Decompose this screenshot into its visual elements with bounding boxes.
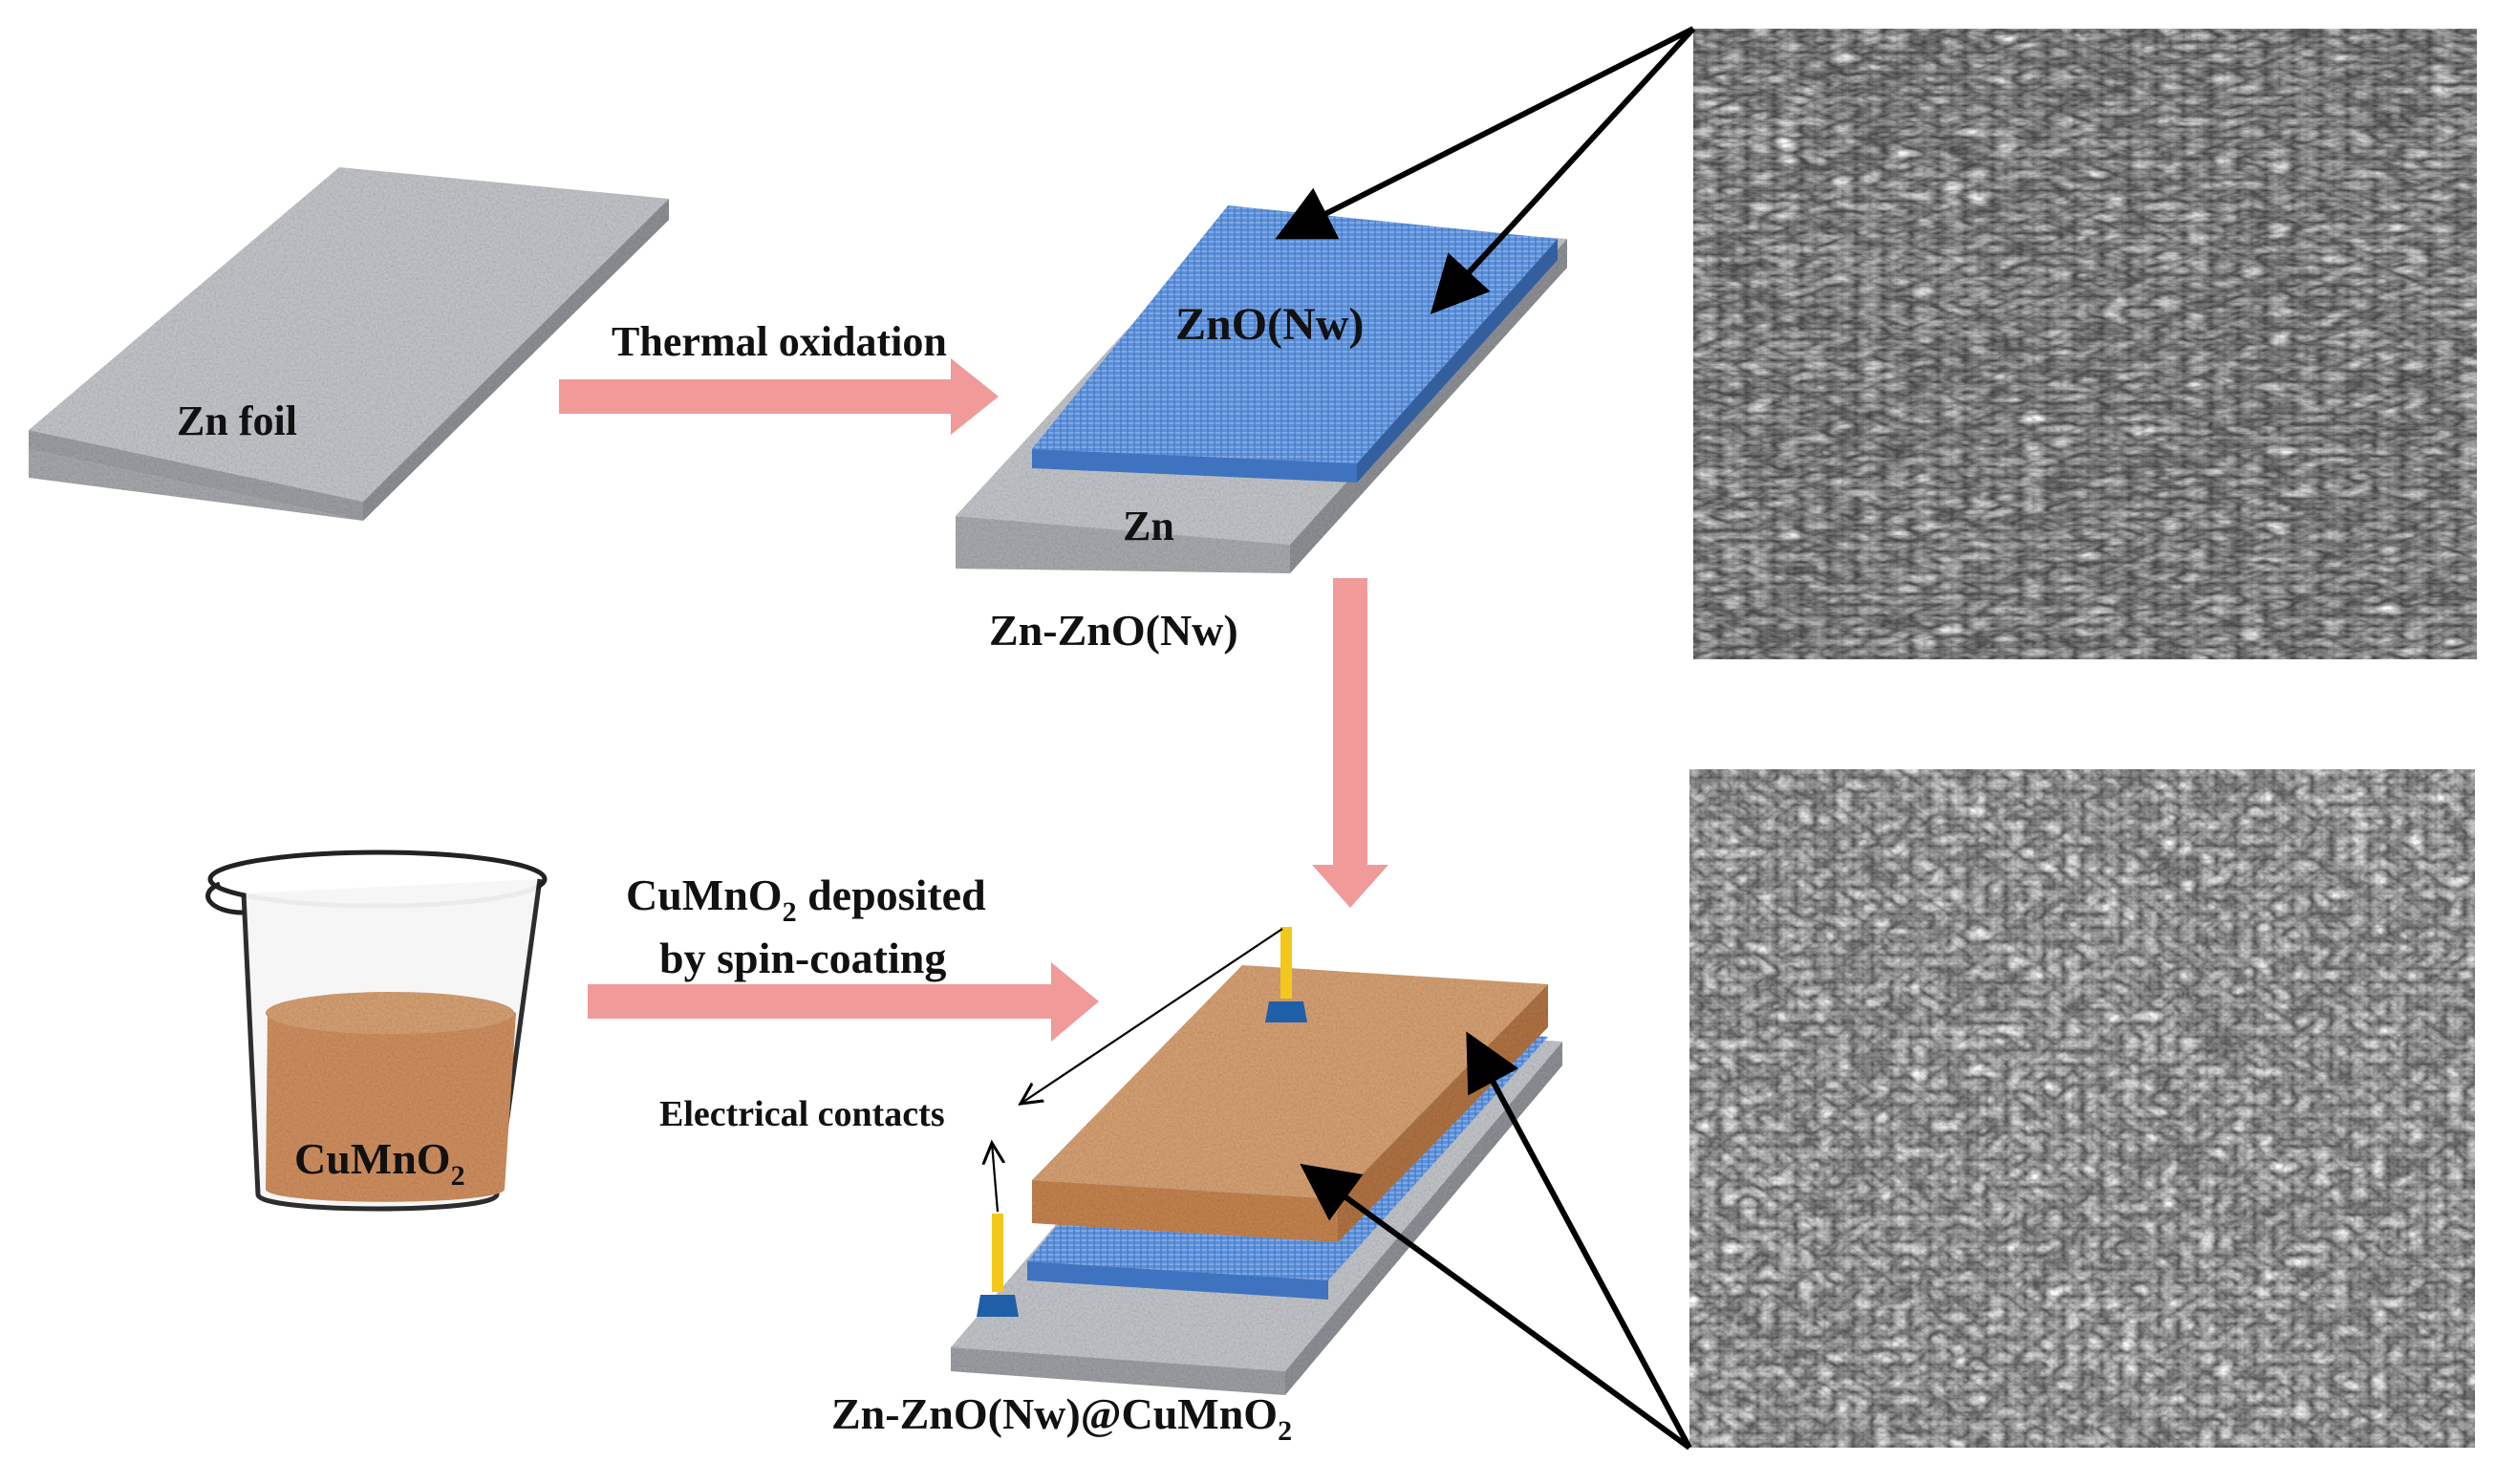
contact-pointer-lines [992,928,1283,1213]
sem-bottom-pointer-arrows [1300,1031,1692,1451]
spin-coating-arrow [588,962,1099,1042]
cumno2-deposited-label: CuMnO2 deposited [626,871,986,928]
final-device-label: Zn-ZnO(Nw)@CuMnO2 [831,1389,1292,1447]
down-arrow [1312,578,1388,908]
final-device [951,927,1562,1395]
beaker: CuMnO2 [205,850,548,1212]
sem-image-bottom [1689,769,2475,1448]
spin-coating-label: by spin-coating [659,934,946,982]
electrical-contacts-label: Electrical contacts [659,1094,945,1134]
zn-zno-nw-label: Zn-ZnO(Nw) [989,606,1238,655]
zn-zno-plate: ZnO(Nw) Zn [956,205,1567,573]
zn-label: Zn [1123,503,1174,549]
zn-foil-label: Zn foil [177,398,297,444]
sem-image-top [1693,29,2477,659]
thermal-oxidation-label: Thermal oxidation [612,318,947,365]
electrical-contact-bottom [977,1214,1019,1317]
sem-top-pointer-arrows [1275,26,1696,314]
electrical-contact-top [1265,927,1307,1022]
thermal-oxidation-arrow [559,358,999,435]
zn-foil-plate: Zn foil [29,167,669,521]
zno-nw-label: ZnO(Nw) [1175,299,1364,350]
beaker-label: CuMnO2 [294,1134,465,1192]
